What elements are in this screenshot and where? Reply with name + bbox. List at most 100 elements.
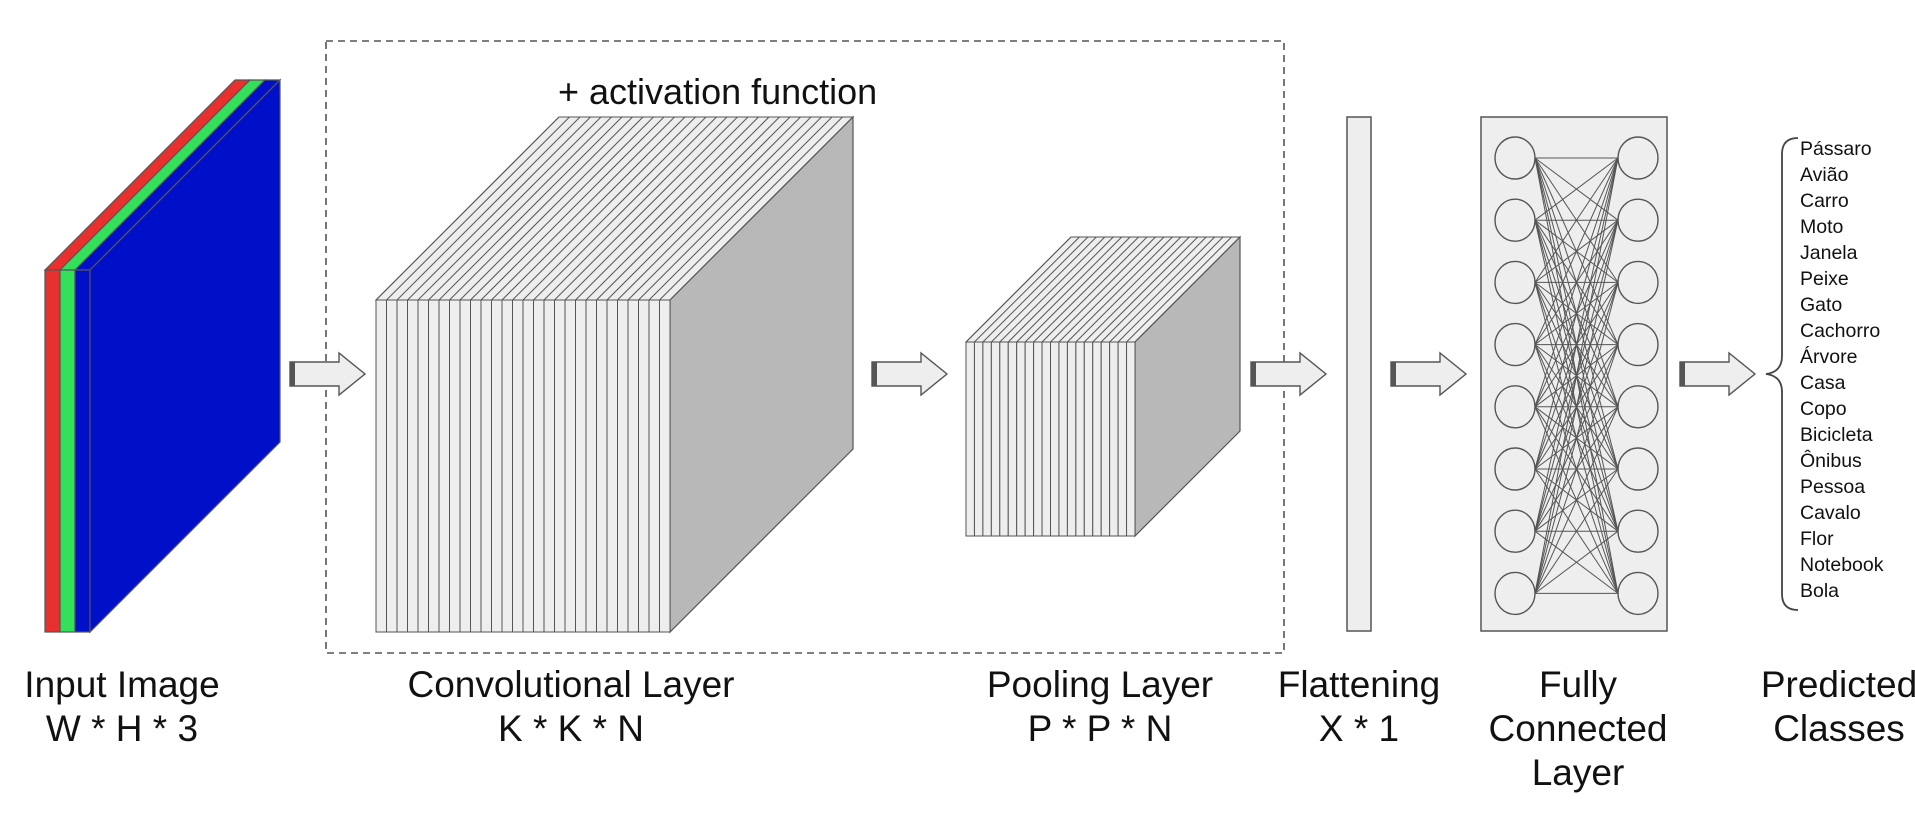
conv-sheet <box>638 299 650 633</box>
conv-sheet <box>575 299 587 633</box>
fully-connected-nodes <box>1494 136 1659 616</box>
pool-sheet <box>1024 341 1035 537</box>
arrow-tail <box>1391 362 1396 386</box>
conv-sheet <box>627 299 639 633</box>
fc-output-node <box>1617 260 1659 305</box>
conv-sheet <box>375 299 387 633</box>
flow-arrows <box>289 351 1757 397</box>
conv-top-edge <box>575 116 759 301</box>
pool-sheet <box>1092 341 1102 537</box>
fc-edge <box>1534 157 1619 594</box>
conv-sheet <box>470 299 482 633</box>
arrow <box>1250 351 1328 397</box>
fc-input-node <box>1494 571 1536 616</box>
conv-sheet <box>543 299 555 633</box>
fc-edge <box>1534 406 1619 594</box>
conv-top-edge <box>543 116 728 301</box>
conv-top-edge <box>491 116 675 301</box>
classes-brace <box>1765 137 1799 611</box>
pool-top-edge <box>1092 236 1199 343</box>
fc-edge <box>1534 220 1619 594</box>
conv-sheet <box>480 299 492 633</box>
conv-top-edge <box>522 116 707 301</box>
conv-sheet <box>585 299 597 633</box>
fc-output-node <box>1617 509 1659 553</box>
conv-sheet <box>491 299 503 633</box>
pool-caption-line1: Pooling Layer <box>987 664 1213 705</box>
conv-top-edge <box>585 116 770 301</box>
conv-top-edge <box>375 116 560 301</box>
pool-sheet <box>1126 341 1136 537</box>
fc-input-node <box>1494 322 1536 367</box>
red-channel-face <box>44 269 61 633</box>
conv-sheet <box>606 299 618 633</box>
conv-top-edge <box>480 116 665 301</box>
fc-input-node <box>1494 260 1536 305</box>
pool-sheet <box>999 341 1009 537</box>
pool-sheet <box>1058 341 1068 537</box>
arrow <box>871 351 949 397</box>
class-label: Carro <box>1800 190 1849 212</box>
pool-caption-line2: P * P * N <box>1028 708 1173 749</box>
predicted-classes-list: PássaroAviãoCarroMotoJanelaPeixeGatoCach… <box>1800 138 1884 602</box>
fc-output-node <box>1617 447 1659 491</box>
green-channel-face <box>59 269 76 633</box>
conv-sheet <box>501 299 513 633</box>
conv-top-edge <box>596 116 780 301</box>
arrow <box>1679 351 1757 397</box>
class-label: Janela <box>1800 242 1858 264</box>
conv-top-edge <box>417 116 602 301</box>
fc-caption-line3: Layer <box>1532 752 1625 793</box>
arrow-tail <box>1680 362 1685 386</box>
class-label: Moto <box>1800 216 1844 238</box>
fc-input-node <box>1494 385 1536 429</box>
class-label: Pássaro <box>1800 138 1872 160</box>
pool-top-edge <box>1058 236 1165 343</box>
conv-top-edge <box>470 116 654 301</box>
fc-edge <box>1534 282 1619 594</box>
pool-sheet <box>1109 341 1119 537</box>
conv-top-edge <box>501 116 686 301</box>
pool-top-edge <box>965 236 1072 343</box>
pool-top-edge <box>1075 236 1182 343</box>
fc-output-node <box>1617 322 1659 367</box>
blue-channel-face <box>74 269 91 633</box>
conv-sheet <box>417 299 429 633</box>
conv-sheet <box>522 299 534 633</box>
conv-top-edge <box>606 116 791 301</box>
pool-top-edge <box>1126 236 1232 343</box>
fc-edge <box>1534 157 1619 345</box>
pool-top-edge <box>1067 236 1173 343</box>
conv-sheet <box>512 299 524 633</box>
conv-top-edge <box>459 116 644 301</box>
flatten-caption-line1: Flattening <box>1278 664 1441 705</box>
pool-top-edge <box>1007 236 1114 343</box>
fc-caption-line1: Fully <box>1539 664 1618 705</box>
conv-sheet <box>533 299 545 633</box>
class-label: Pessoa <box>1800 476 1865 498</box>
conv-caption-line2: K * K * N <box>498 708 644 749</box>
pool-top-edge <box>1100 236 1207 343</box>
conv-sheet <box>428 299 440 633</box>
fc-edge <box>1534 344 1619 594</box>
conv-top-edge <box>407 116 591 301</box>
arrow-tail <box>1251 362 1256 386</box>
class-label: Peixe <box>1800 268 1849 290</box>
class-label: Cavalo <box>1800 502 1861 524</box>
conv-sheet <box>438 299 450 633</box>
fc-output-node <box>1617 571 1659 616</box>
fc-edge <box>1534 157 1619 470</box>
fc-edge <box>1534 157 1619 283</box>
conv-sheet <box>386 299 398 633</box>
class-label: Flor <box>1800 528 1834 550</box>
output-caption-line2: Classes <box>1773 708 1905 749</box>
class-label: Cachorro <box>1800 320 1880 342</box>
conv-top-edge <box>564 116 749 301</box>
pool-top-edge <box>982 236 1089 343</box>
conv-sheet <box>459 299 471 633</box>
pool-top-edge <box>1033 236 1139 343</box>
pool-sheet <box>1007 341 1018 537</box>
fc-output-node <box>1617 198 1659 242</box>
conv-sheet <box>554 299 566 633</box>
